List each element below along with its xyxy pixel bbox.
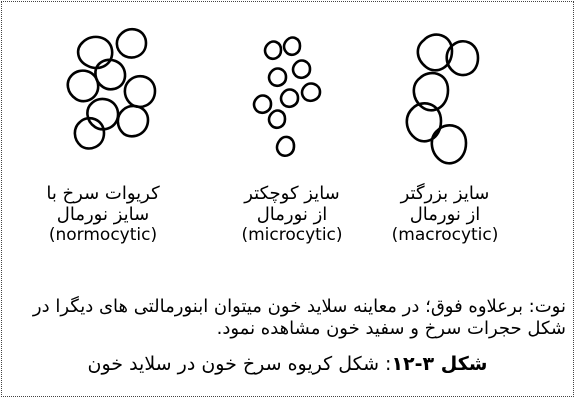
normocytic-line1: کریوات سرخ با: [46, 183, 160, 204]
normocytic-cells: [66, 27, 157, 150]
figure-caption-text: : شکل کریوه سرخ خون در سلاید خون: [87, 353, 392, 375]
microcytic-caption: سایز کوچکتر از نورمال (microcytic): [217, 183, 367, 246]
figure-caption-label: شکل ۳-۱۲: [391, 353, 488, 375]
macrocytic-line2: از نورمال: [409, 204, 481, 225]
normocytic-caption: کریوات سرخ با سایز نورمال (normocytic): [28, 183, 178, 246]
macrocytic-latin: (macrocytic): [391, 225, 499, 245]
microcytic-line2: از نورمال: [256, 204, 328, 225]
macrocytic-cells: [405, 33, 480, 165]
normocytic-latin: (normocytic): [48, 225, 158, 245]
blood-cell-illustration: [66, 27, 480, 165]
microcytic-cells: [252, 36, 322, 158]
figure-caption: شکل ۳-۱۲: شکل کریوه سرخ خون در سلاید خون: [0, 352, 575, 376]
microcytic-line1: سایز کوچکتر: [244, 183, 340, 204]
microcytic-latin: (microcytic): [241, 225, 343, 245]
macrocytic-line1: سایز بزرگتر: [400, 183, 490, 204]
note-text: نوت: برعلاوه فوق؛ در معاینه سلاید خون می…: [32, 296, 566, 339]
macrocytic-caption: سایز بزرگتر از نورمال (macrocytic): [370, 183, 520, 246]
normocytic-line2: سایز نورمال: [56, 204, 150, 225]
